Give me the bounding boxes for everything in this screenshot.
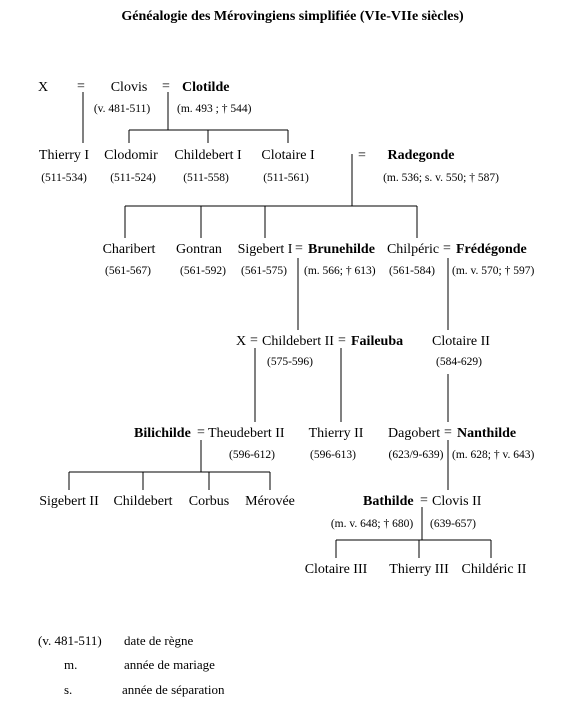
dates-clodomir: (511-524) xyxy=(110,172,156,184)
dates-chilperic: (561-584) xyxy=(389,265,435,277)
marriage-sign: = xyxy=(338,333,346,348)
legend-key-separation: s. xyxy=(64,682,73,697)
marriage-sign: = xyxy=(250,333,258,348)
person-brunehilde: Brunehilde xyxy=(308,242,375,257)
marriage-sign: = xyxy=(295,241,303,256)
person-clovis2: Clovis II xyxy=(432,494,482,509)
person-bathilde: Bathilde xyxy=(363,494,414,509)
person-fredegonde: Frédégonde xyxy=(456,242,527,257)
person-nanthilde: Nanthilde xyxy=(457,426,517,441)
person-gontran: Gontran xyxy=(176,242,222,257)
dates-clotilde: (m. 493 ; † 544) xyxy=(177,103,252,115)
person-thierry3: Thierry III xyxy=(389,562,449,577)
marriage-sign: = xyxy=(197,425,205,440)
person-x2: X xyxy=(236,334,247,349)
dates-childebert2: (575-596) xyxy=(267,356,313,368)
person-clotaire3: Clotaire III xyxy=(304,562,368,577)
person-radegonde: Radegonde xyxy=(387,148,455,163)
person-sigebert2: Sigebert II xyxy=(39,494,99,509)
marriage-sign: = xyxy=(358,148,366,163)
person-childebert2: Childebert II xyxy=(262,334,334,349)
person-corbus: Corbus xyxy=(188,494,230,509)
marriage-sign: = xyxy=(77,79,85,94)
person-sigebert1: Sigebert I xyxy=(237,242,293,257)
dates-sigebert1: (561-575) xyxy=(241,265,287,277)
legend-key-marriage: m. xyxy=(64,657,78,672)
person-childebert: Childebert xyxy=(113,494,173,509)
dates-theudebert2: (596-612) xyxy=(229,449,275,461)
diagram-title: Généalogie des Mérovingiens simplifiée (… xyxy=(121,9,464,24)
person-clovis: Clovis xyxy=(110,80,148,95)
marriage-sign: = xyxy=(443,241,451,256)
person-clotaire1: Clotaire I xyxy=(261,148,315,163)
person-chilperic: Chilpéric xyxy=(386,242,440,257)
person-theudebert2: Theudebert II xyxy=(208,426,285,441)
person-faileuba: Faileuba xyxy=(351,334,404,349)
dates-thierry1: (511-534) xyxy=(41,172,87,184)
person-bilichilde: Bilichilde xyxy=(134,426,191,441)
legend-key-reign: (v. 481-511) xyxy=(38,633,102,648)
person-clodomir: Clodomir xyxy=(104,148,158,163)
person-clotilde: Clotilde xyxy=(182,80,230,95)
marriage-sign: = xyxy=(444,425,452,440)
legend-desc-reign: date de règne xyxy=(124,633,194,648)
dates-clovis2: (639-657) xyxy=(430,518,476,530)
person-x1: X xyxy=(38,80,49,95)
person-thierry2: Thierry II xyxy=(308,426,364,441)
person-childebert1: Childebert I xyxy=(174,148,242,163)
person-childeric2: Childéric II xyxy=(461,562,527,577)
person-clotaire2: Clotaire II xyxy=(432,334,490,349)
legend-desc-separation: année de séparation xyxy=(122,682,225,697)
dates-clotaire2: (584-629) xyxy=(436,356,482,368)
person-charibert: Charibert xyxy=(102,242,156,257)
dates-clovis: (v. 481-511) xyxy=(93,103,151,115)
person-thierry1: Thierry I xyxy=(38,148,90,163)
legend-desc-marriage: année de mariage xyxy=(124,657,215,672)
dates-radegonde: (m. 536; s. v. 550; † 587) xyxy=(383,172,499,184)
dates-nanthilde: (m. 628; † v. 643) xyxy=(452,449,535,461)
dates-thierry2: (596-613) xyxy=(310,449,356,461)
dates-bathilde: (m. v. 648; † 680) xyxy=(330,518,414,530)
dates-brunehilde: (m. 566; † 613) xyxy=(304,265,376,277)
dates-dagobert: (623/9-639) xyxy=(388,449,444,461)
dates-gontran: (561-592) xyxy=(180,265,226,277)
dates-childebert1: (511-558) xyxy=(183,172,229,184)
marriage-sign: = xyxy=(162,79,170,94)
marriage-sign: = xyxy=(420,493,428,508)
person-dagobert: Dagobert xyxy=(388,426,441,441)
dates-clotaire1: (511-561) xyxy=(263,172,309,184)
person-merovee: Mérovée xyxy=(245,494,295,509)
dates-fredegonde: (m. v. 570; † 597) xyxy=(452,265,535,277)
dates-charibert: (561-567) xyxy=(105,265,151,277)
